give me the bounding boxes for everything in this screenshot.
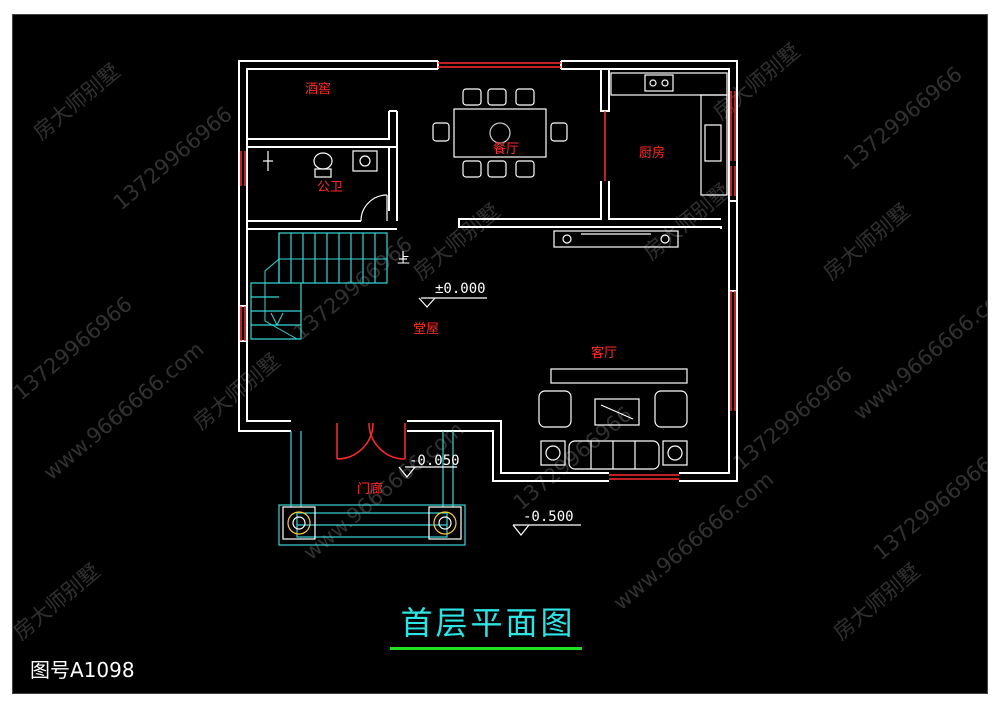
walls (238, 60, 738, 482)
drawing-number: 图号A1098 (30, 658, 135, 682)
room-label-public-wc: 公卫 (317, 180, 343, 195)
watermark-phone: 13729966966 (509, 402, 637, 515)
watermark-phone: 13729966966 (729, 362, 857, 475)
room-label-dining: 餐厅 (493, 141, 519, 157)
porch (278, 431, 466, 546)
floor-plan: 房大师别墅 13729966966 www.9666666.com 房大师别墅 … (13, 39, 988, 645)
watermark-phone: 13729966966 (869, 452, 988, 565)
watermark-brand: 房大师别墅 (13, 559, 105, 645)
watermark-phone: 13729966966 (289, 232, 417, 345)
watermark-phone: 13729966966 (839, 62, 967, 175)
wc-fixtures (263, 150, 388, 222)
elevation-floor-label: ±0.000 (435, 281, 486, 297)
watermark-phone: 13729966966 (109, 102, 237, 215)
cad-canvas: 房大师别墅 13729966966 www.9666666.com 房大师别墅 … (12, 14, 988, 694)
dining-table (432, 88, 568, 178)
title-underline (390, 647, 582, 650)
kitchen-fixtures (610, 72, 728, 196)
watermark-brand: 房大师别墅 (829, 559, 925, 645)
watermark-brand: 房大师别墅 (639, 179, 735, 265)
elevation-outdoor-label: -0.500 (523, 509, 574, 525)
room-label-kitchen: 厨房 (639, 145, 665, 161)
room-label-wine-cellar: 酒窖 (305, 81, 331, 97)
watermark-brand: 房大师别墅 (709, 39, 805, 125)
elevation-porch-label: -0.050 (409, 453, 460, 469)
entrance-doors (336, 422, 406, 460)
watermark-brand: 房大师别墅 (409, 199, 505, 285)
tv-cabinet (553, 230, 679, 248)
elevation-markers (398, 297, 581, 536)
drawing-title: 首层平面图 (400, 604, 576, 642)
watermark-layer: 房大师别墅 13729966966 www.9666666.com 房大师别墅 … (13, 39, 988, 645)
watermark-brand: 房大师别墅 (819, 199, 915, 285)
living-sofa-set (538, 368, 688, 470)
staircase (250, 232, 407, 340)
room-label-porch: 门廊 (357, 481, 383, 497)
watermark-brand: 房大师别墅 (29, 59, 125, 145)
watermark-site: www.9666666.com (609, 467, 779, 615)
stair-up-label: 上 (397, 252, 410, 267)
room-label-hall: 堂屋 (413, 322, 439, 337)
windows (240, 62, 736, 480)
watermark-phone: 13729966966 (13, 292, 137, 405)
watermark-site: www.9666666.com (849, 277, 988, 425)
room-label-living: 客厅 (591, 345, 617, 361)
